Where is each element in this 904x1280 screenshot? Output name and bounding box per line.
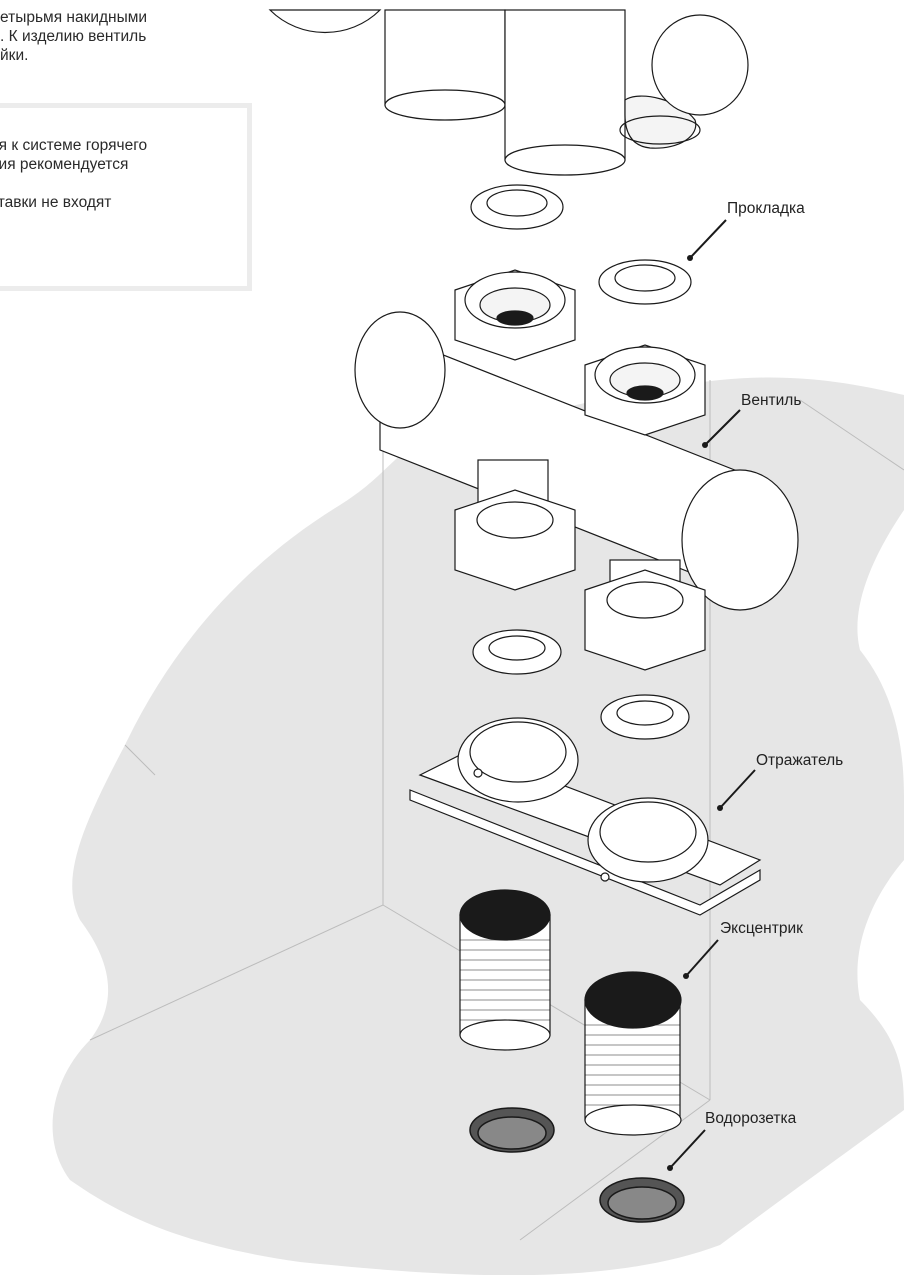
note-line: ия к системе горячего xyxy=(0,137,148,154)
valve-body xyxy=(354,269,799,671)
note-line: ния рекомендуется xyxy=(0,156,129,173)
intro-text: етырьмя накидными . К изделию вентиль йк… xyxy=(0,8,240,65)
leader-dots xyxy=(667,255,723,1171)
water-sockets xyxy=(469,1107,685,1223)
intro-line: йки. xyxy=(0,47,29,64)
gaskets-top xyxy=(470,184,692,305)
label-eccentric: Эксцентрик xyxy=(720,920,803,937)
label-reflector: Отражатель xyxy=(756,752,844,769)
eccentrics xyxy=(459,889,682,1136)
label-water-socket: Водорозетка xyxy=(705,1110,797,1127)
note-gap xyxy=(0,174,237,193)
note-line: ставки не входят xyxy=(0,194,112,211)
gaskets-lower xyxy=(472,629,690,740)
intro-line: . К изделию вентиль xyxy=(0,28,147,45)
note-box: ия к системе горячего ния рекомендуется … xyxy=(0,103,252,291)
label-gasket: Прокладка xyxy=(727,200,805,217)
reflector-plate xyxy=(409,717,762,916)
intro-line: етырьмя накидными xyxy=(0,9,148,26)
leader-lines xyxy=(669,219,756,1169)
label-valve: Вентиль xyxy=(741,392,802,409)
upper-fixture xyxy=(268,9,749,176)
